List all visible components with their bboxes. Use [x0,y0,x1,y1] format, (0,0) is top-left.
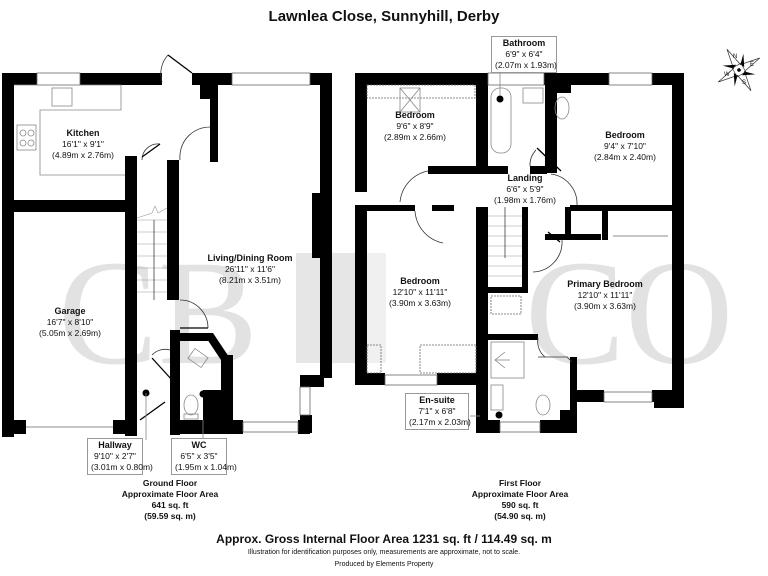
room-label-hallway: Hallway 9'10" x 2'7" (3.01m x 0.80m) [87,438,153,475]
kitchen-worktop [14,84,125,176]
bathroom-fixtures [399,87,570,416]
compass-rose-icon [717,48,761,92]
room-label-wc: WC 6'5" x 3'5" (1.95m x 1.04m) [171,438,237,475]
watermark-right: CO [525,230,734,396]
gross-floor-area: Approx. Gross Internal Floor Area 1231 s… [216,532,552,546]
wc-fixtures [183,347,209,420]
ground-stairs [136,205,168,300]
first-floor-windows [366,72,668,433]
producer-credit: Produced by Elements Property [334,561,434,568]
room-label-bedroom-3: Bedroom 9'4" x 7'10" (2.84m x 2.40m) [594,130,656,162]
room-label-bedroom-2: Bedroom 9'6" x 8'9" (2.89m x 2.66m) [384,110,446,142]
watermark-block [296,253,386,363]
room-label-kitchen: Kitchen 16'1" x 9'1" (4.89m x 2.76m) [52,128,114,160]
room-label-bedroom-4: Bedroom 12'10" x 11'11" (3.90m x 3.63m) [389,276,451,308]
first-stairs [488,207,522,277]
first-floor-area: First Floor Approximate Floor Area 590 s… [471,478,569,521]
compass-letter-w: W [724,72,730,78]
first-floor-pipes [495,95,504,419]
compass-letter-n: N [733,54,738,60]
compass-letter-e: E [750,62,755,68]
first-floor-doors [399,147,578,363]
room-label-landing: Landing 6'6" x 5'9" (1.98m x 1.76m) [494,173,556,205]
room-label-garage: Garage 16'7" x 8'10" (5.05m x 2.69m) [39,306,101,338]
ground-floor-area: Ground Floor Approximate Floor Area 641 … [121,478,219,521]
ground-floor-doors [139,54,211,421]
ground-floor-windows [26,72,311,433]
room-label-primary-bedroom: Primary Bedroom 12'10" x 11'11" (3.90m x… [567,279,643,311]
compass-letter-s: S [742,80,747,86]
page-title: Lawnlea Close, Sunnyhill, Derby [268,8,500,25]
first-floor-walls [355,73,684,433]
ground-floor-walls [2,73,332,437]
room-label-bathroom: Bathroom 6'9" x 6'4" (2.07m x 1.93m) [491,36,557,73]
room-label-ensuite: En-suite 7'1" x 6'8" (2.17m x 2.03m) [405,393,471,430]
room-label-living-dining: Living/Dining Room 26'11" x 11'6" (8.21m… [207,253,293,285]
disclaimer: Illustration for identification purposes… [247,549,521,556]
ground-label-leaders [145,393,204,440]
